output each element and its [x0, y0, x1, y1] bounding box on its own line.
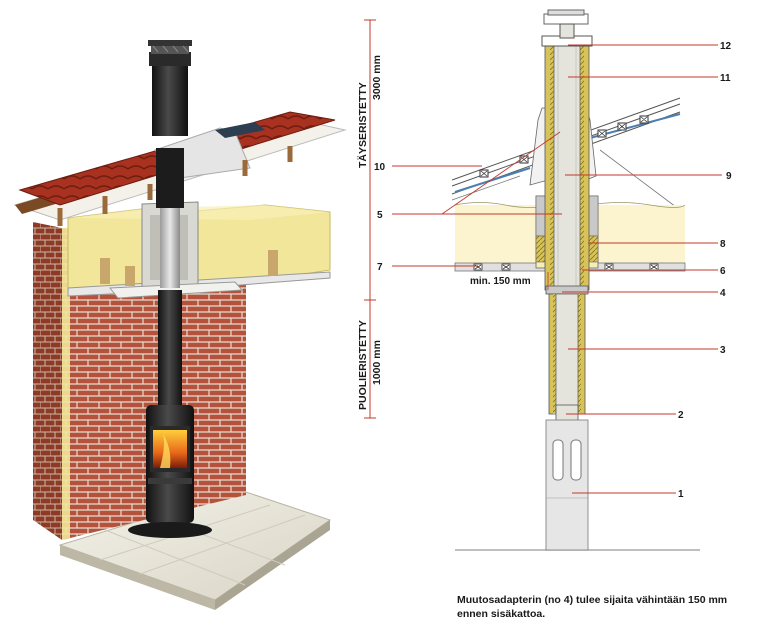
- callout-2: 2: [678, 410, 684, 421]
- zone-full-height: 3000 mm: [371, 55, 383, 100]
- zone-dimension: TÄYSERISTETTY 3000 mm PUOLIERISTETTY 100…: [356, 19, 383, 419]
- adapter-section: [545, 285, 589, 295]
- callout-4: 4: [720, 288, 726, 299]
- callout-12: 12: [720, 41, 732, 52]
- callout-7: 7: [377, 262, 383, 273]
- zone-full-label: TÄYSERISTETTY: [356, 82, 369, 168]
- callout-1: 1: [678, 489, 684, 500]
- callout-9: 9: [726, 171, 732, 182]
- callout-11: 11: [720, 73, 731, 84]
- wood-stove: [128, 405, 212, 538]
- ceiling-insulation: [67, 204, 331, 297]
- stove-section: [545, 419, 589, 551]
- ceiling-battens: [473, 263, 659, 271]
- zone-half-label: PUOLIERISTETTY: [357, 320, 369, 410]
- insulated-flue: [541, 9, 593, 291]
- half-insulated-flue: [548, 293, 586, 422]
- callout-lines: [392, 44, 722, 494]
- zone-half-height: 1000 mm: [371, 340, 383, 385]
- callout-10: 10: [374, 162, 386, 173]
- brick-wall-side: [33, 222, 62, 540]
- chimney-pipe-3d: [148, 40, 192, 410]
- cutaway-illustration: [13, 40, 347, 610]
- callout-5: 5: [377, 210, 383, 221]
- cross-section-diagram: min. 150 mm 12 11 9 8 6 4 3 2 1 10 5 7: [374, 9, 732, 551]
- callout-6: 6: [720, 266, 726, 277]
- callout-8: 8: [720, 239, 726, 250]
- callout-3: 3: [720, 345, 726, 356]
- brick-wall: [62, 228, 246, 540]
- caption-note: Muutosadapterin (no 4) tulee sijaita väh…: [457, 594, 728, 620]
- min-distance-label: min. 150 mm: [470, 276, 531, 287]
